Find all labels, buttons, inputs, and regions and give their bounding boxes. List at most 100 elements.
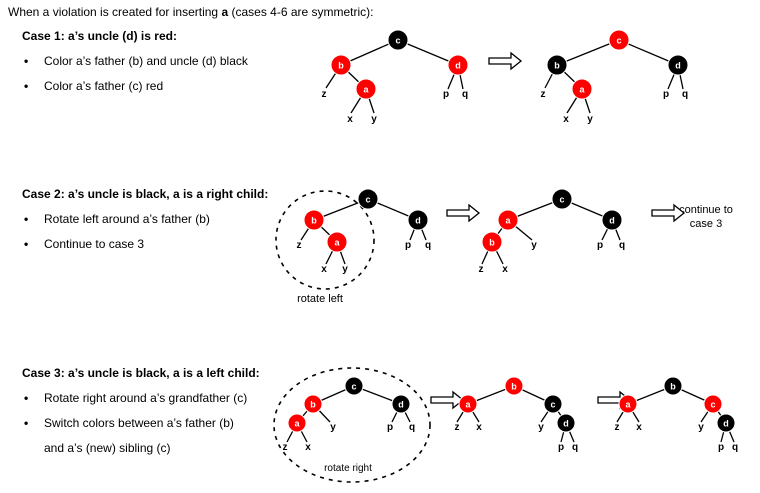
node-label-b: b: [554, 61, 560, 71]
case2-title: Case 2: a’s uncle is black, a is a right…: [22, 187, 269, 201]
node-d-black: [407, 209, 429, 231]
node-label-b: b: [338, 61, 344, 71]
leaf-label-z: z: [615, 422, 620, 433]
leaf-label-y: y: [371, 114, 377, 125]
leaf-label-y: y: [587, 114, 593, 125]
node-label-c: c: [559, 195, 564, 205]
transform-arrow-icon: [651, 203, 686, 223]
node-label-a: a: [294, 419, 300, 429]
rotation-highlight-ellipse: [273, 367, 431, 483]
leaf-label-z: z: [322, 89, 327, 100]
node-b-red: [481, 231, 503, 253]
node-a-red: [355, 78, 377, 100]
case1-title: Case 1: a’s uncle (d) is red:: [22, 29, 177, 43]
node-d-black: [716, 413, 736, 433]
case3-bullet-2-cont: and a’s (new) sibling (c): [44, 441, 171, 455]
case3-bullet-2: Switch colors between a’s father (b): [24, 416, 234, 430]
leaf-label-x: x: [502, 264, 508, 275]
tree-edge: [556, 39, 620, 66]
node-label-c: c: [395, 36, 400, 46]
node-c-black: [344, 376, 364, 396]
node-b-red: [303, 209, 325, 231]
intro-text-part: (cases 4-6 are symmetric):: [228, 5, 374, 19]
leaf-label-y: y: [698, 422, 704, 433]
node-d-black: [667, 54, 689, 76]
case2-bullet-2: Continue to case 3: [24, 237, 144, 251]
node-c-black: [357, 188, 379, 210]
node-label-d: d: [455, 61, 461, 71]
node-b-red: [303, 394, 323, 414]
leaf-label-z: z: [283, 442, 288, 453]
transform-arrow-icon: [446, 203, 481, 223]
leaf-label-p: p: [718, 442, 724, 453]
leaf-label-x: x: [563, 114, 569, 125]
transform-arrow-icon: [488, 51, 523, 71]
node-label-d: d: [723, 419, 729, 429]
node-a-red: [287, 413, 307, 433]
node-label-c: c: [365, 195, 370, 205]
leaf-label-p: p: [597, 240, 603, 251]
leaf-label-q: q: [425, 240, 431, 251]
case1-bullet-1: Color a’s father (b) and uncle (d) black: [24, 54, 248, 68]
leaf-label-x: x: [305, 442, 311, 453]
transform-arrow-icon: [430, 390, 465, 410]
leaf-label-q: q: [619, 240, 625, 251]
node-label-b: b: [310, 400, 316, 410]
leaf-label-y: y: [330, 422, 336, 433]
node-d-black: [601, 209, 623, 231]
node-label-a: a: [363, 85, 369, 95]
node-label-b: b: [311, 216, 317, 226]
node-b-black: [546, 54, 568, 76]
node-c-red: [608, 29, 630, 51]
leaf-label-p: p: [443, 89, 449, 100]
leaf-label-p: p: [663, 89, 669, 100]
leaf-label-z: z: [297, 240, 302, 251]
leaf-label-y: y: [342, 264, 348, 275]
node-label-a: a: [579, 85, 585, 95]
leaf-label-p: p: [405, 240, 411, 251]
leaf-label-x: x: [321, 264, 327, 275]
continue-label-line2: case 3: [690, 218, 722, 230]
node-a-red: [618, 394, 638, 414]
node-a-red: [497, 209, 519, 231]
leaf-label-x: x: [347, 114, 353, 125]
node-label-b: b: [489, 238, 495, 248]
node-label-a: a: [334, 238, 340, 248]
node-label-b: b: [511, 382, 517, 392]
rotation-highlight-circle: [275, 190, 375, 290]
tree-edge: [618, 39, 679, 66]
node-b-red: [330, 54, 352, 76]
case3-bullet-1: Rotate right around a’s grandfather (c): [24, 391, 247, 405]
leaf-label-x: x: [476, 422, 482, 433]
node-label-a: a: [625, 400, 631, 410]
intro-text-part: When a violation is created for insertin…: [8, 5, 222, 19]
node-label-d: d: [563, 419, 569, 429]
continue-label-line1: continue to: [679, 204, 733, 216]
node-label-c: c: [550, 400, 555, 410]
leaf-label-p: p: [387, 422, 393, 433]
node-a-red: [571, 78, 593, 100]
leaf-label-p: p: [558, 442, 564, 453]
leaf-label-z: z: [479, 264, 484, 275]
node-a-red: [326, 231, 348, 253]
node-c-black: [387, 29, 409, 51]
leaf-label-q: q: [732, 442, 738, 453]
node-b-black: [663, 376, 683, 396]
leaf-label-q: q: [682, 89, 688, 100]
leaf-label-x: x: [636, 422, 642, 433]
rotate-right-label: rotate right: [324, 463, 372, 474]
node-d-black: [556, 413, 576, 433]
leaf-label-z: z: [541, 89, 546, 100]
node-label-d: d: [675, 61, 681, 71]
node-b-red: [504, 376, 524, 396]
node-label-a: a: [465, 400, 471, 410]
leaf-label-q: q: [572, 442, 578, 453]
rotate-left-label: rotate left: [297, 293, 343, 305]
node-label-c: c: [710, 400, 715, 410]
leaf-label-q: q: [462, 89, 468, 100]
node-c-black: [543, 394, 563, 414]
leaf-label-q: q: [409, 422, 415, 433]
node-a-red: [458, 394, 478, 414]
